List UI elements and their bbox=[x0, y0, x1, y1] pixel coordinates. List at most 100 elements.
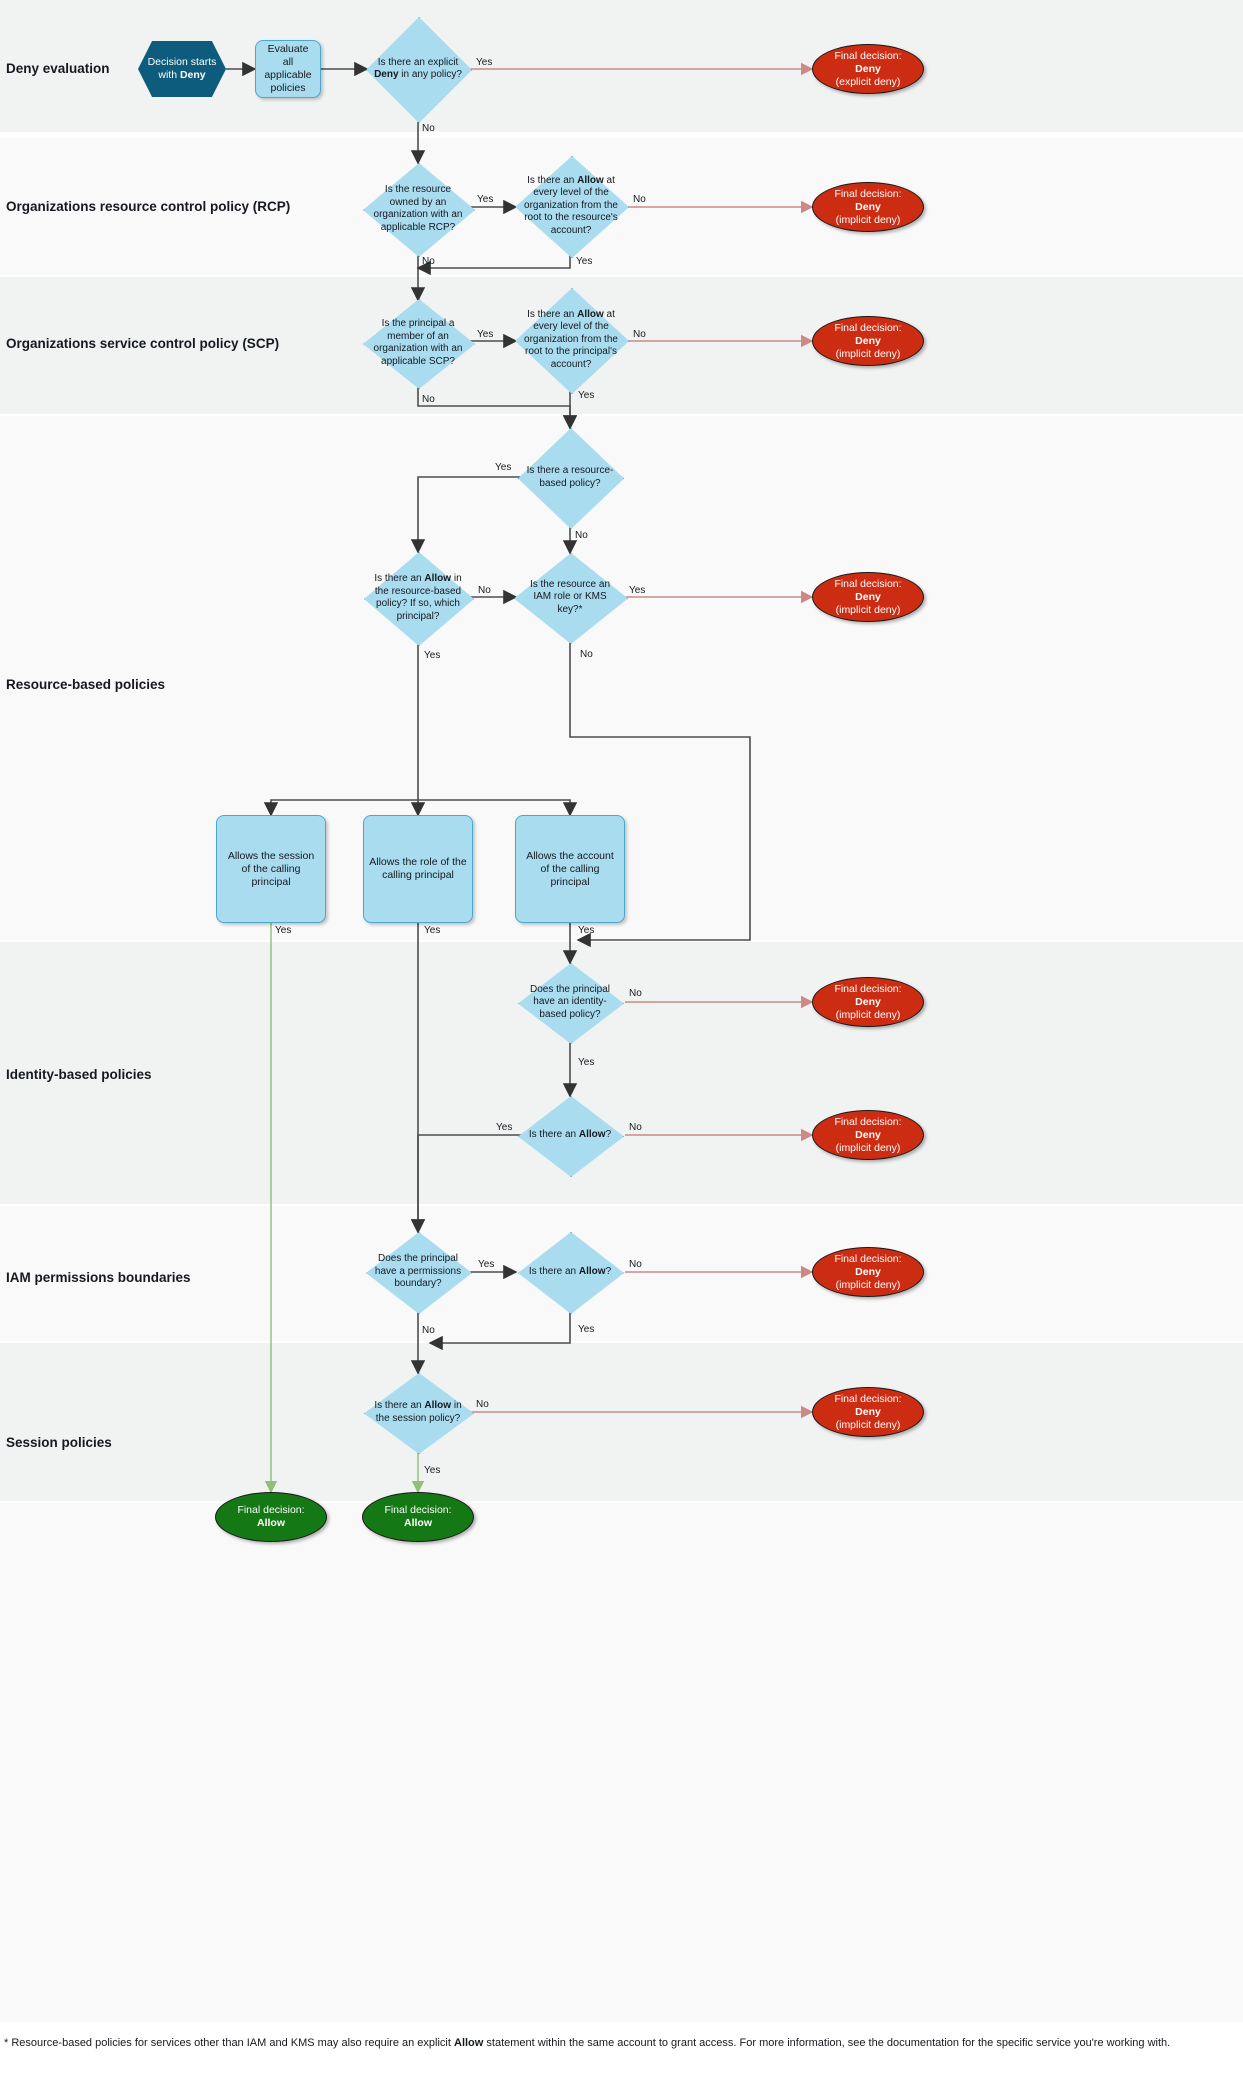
node-evaluate-policies-label: Evaluate all applicable policies bbox=[264, 43, 312, 94]
edge-label-rbp-allow-yes: Yes bbox=[424, 650, 441, 661]
terminal-deny-resource-based-line2: Deny bbox=[855, 590, 881, 603]
node-has-resource-based-policy-question-label: Is there a resource-based policy? bbox=[526, 465, 614, 489]
terminal-deny-scp-line1: Final decision: bbox=[834, 321, 902, 334]
node-session-allow-question[interactable]: Is there an Allow in the session policy? bbox=[364, 1373, 474, 1454]
node-has-resource-based-policy-question[interactable]: Is there a resource-based policy? bbox=[518, 428, 624, 529]
edge-label-is-role-kms-yes: Yes bbox=[629, 585, 646, 596]
edge-label-pb-allow-yes: Yes bbox=[578, 1324, 595, 1335]
band-label-session-policies: Session policies bbox=[6, 1435, 112, 1450]
terminal-deny-scp[interactable]: Final decision: Deny (implicit deny) bbox=[812, 316, 924, 366]
band-session-policies-lower bbox=[0, 1503, 1243, 2022]
terminal-deny-rcp-line1: Final decision: bbox=[834, 187, 902, 200]
terminal-deny-explicit-line3: (explicit deny) bbox=[835, 75, 901, 88]
node-boundary-allow-question[interactable]: Is there an Allow? bbox=[518, 1232, 624, 1314]
node-allows-role[interactable]: Allows the role of the calling principal bbox=[363, 815, 473, 923]
node-allows-session[interactable]: Allows the session of the calling princi… bbox=[216, 815, 326, 923]
edge-label-allows-session-yes: Yes bbox=[275, 925, 292, 936]
node-scp-allow-question-label: Is there an Allow at every level of the … bbox=[524, 308, 618, 370]
band-label-deny-evaluation: Deny evaluation bbox=[6, 61, 110, 76]
node-has-identity-based-policy-question-label: Does the principal have an identity-base… bbox=[529, 983, 611, 1020]
edge-label-has-ibp-no: No bbox=[629, 988, 642, 999]
node-allows-session-label: Allows the session of the calling princi… bbox=[227, 849, 315, 888]
node-has-identity-based-policy-question[interactable]: Does the principal have an identity-base… bbox=[518, 963, 624, 1044]
node-boundary-allow-question-label: Is there an Allow? bbox=[528, 1265, 612, 1277]
node-allows-account-label: Allows the account of the calling princi… bbox=[526, 849, 614, 888]
terminal-deny-identity-2-line3: (implicit deny) bbox=[835, 1141, 901, 1154]
terminal-deny-boundary-line2: Deny bbox=[855, 1265, 881, 1278]
terminal-allow-final[interactable]: Final decision: Allow bbox=[362, 1492, 474, 1542]
edge-label-rbp-allow-no: No bbox=[478, 585, 491, 596]
edge-label-rcp-allow-no: No bbox=[633, 194, 646, 205]
node-identity-allow-question-label: Is there an Allow? bbox=[528, 1129, 612, 1141]
terminal-deny-explicit-line2: Deny bbox=[855, 62, 881, 75]
node-rcp-allow-question-label: Is there an Allow at every level of the … bbox=[524, 174, 618, 236]
footnote-bold: Allow bbox=[454, 2037, 484, 2049]
node-identity-allow-question[interactable]: Is there an Allow? bbox=[518, 1096, 624, 1177]
node-scp-member-question[interactable]: Is the principal a member of an organiza… bbox=[363, 299, 475, 389]
terminal-deny-boundary[interactable]: Final decision: Deny (implicit deny) bbox=[812, 1247, 924, 1297]
terminal-deny-identity-1-line1: Final decision: bbox=[834, 982, 902, 995]
edge-label-is-role-kms-no: No bbox=[580, 649, 593, 660]
node-is-role-or-kms-question[interactable]: Is the resource an IAM role or KMS key?* bbox=[514, 553, 628, 644]
terminal-deny-resource-based[interactable]: Final decision: Deny (implicit deny) bbox=[812, 572, 924, 622]
terminal-deny-rcp-line2: Deny bbox=[855, 200, 881, 213]
node-rcp-owned-question[interactable]: Is the resource owned by an organization… bbox=[363, 163, 475, 257]
node-allows-role-label: Allows the role of the calling principal bbox=[369, 856, 467, 881]
terminal-deny-scp-line3: (implicit deny) bbox=[835, 347, 901, 360]
edge-label-rcp-owned-no: No bbox=[422, 256, 435, 267]
edge-label-scp-member-no: No bbox=[422, 394, 435, 405]
edge-label-has-pb-no: No bbox=[422, 1325, 435, 1336]
node-allows-account[interactable]: Allows the account of the calling princi… bbox=[515, 815, 625, 923]
terminal-deny-session[interactable]: Final decision: Deny (implicit deny) bbox=[812, 1387, 924, 1437]
edge-label-sp-allow-yes: Yes bbox=[424, 1465, 441, 1476]
terminal-deny-identity-1-line3: (implicit deny) bbox=[835, 1008, 901, 1021]
terminal-deny-explicit[interactable]: Final decision: Deny (explicit deny) bbox=[812, 44, 924, 94]
edge-label-explicit-deny-no: No bbox=[422, 123, 435, 134]
terminal-deny-resource-based-line3: (implicit deny) bbox=[835, 603, 901, 616]
terminal-allow-session-path[interactable]: Final decision: Allow bbox=[215, 1492, 327, 1542]
edge-label-has-rbp-no: No bbox=[575, 530, 588, 541]
node-has-permissions-boundary-question-label: Does the principal have a permissions bo… bbox=[374, 1253, 462, 1290]
edge-label-explicit-deny-yes: Yes bbox=[476, 57, 493, 68]
terminal-deny-resource-based-line1: Final decision: bbox=[834, 577, 902, 590]
terminal-deny-scp-line2: Deny bbox=[855, 334, 881, 347]
band-label-permissions-boundaries: IAM permissions boundaries bbox=[6, 1270, 191, 1285]
terminal-deny-boundary-line1: Final decision: bbox=[834, 1252, 902, 1265]
edge-label-scp-allow-no: No bbox=[633, 329, 646, 340]
edge-label-rcp-allow-yes: Yes bbox=[576, 256, 593, 267]
node-explicit-deny-question[interactable]: Is there an explicit Deny in any policy? bbox=[366, 17, 472, 123]
node-scp-allow-question[interactable]: Is there an Allow at every level of the … bbox=[515, 288, 629, 394]
footnote-after: statement within the same account to gra… bbox=[483, 2037, 1171, 2049]
terminal-allow-final-line2: Allow bbox=[404, 1517, 432, 1529]
terminal-deny-rcp[interactable]: Final decision: Deny (implicit deny) bbox=[812, 182, 924, 232]
edge-label-has-rbp-yes: Yes bbox=[495, 462, 512, 473]
terminal-deny-explicit-line1: Final decision: bbox=[834, 49, 902, 62]
terminal-deny-session-line2: Deny bbox=[855, 1405, 881, 1418]
footnote: * Resource-based policies for services o… bbox=[4, 2035, 1236, 2051]
edge-label-scp-allow-yes: Yes bbox=[578, 390, 595, 401]
edge-label-sp-allow-no: No bbox=[476, 1399, 489, 1410]
terminal-deny-session-line1: Final decision: bbox=[834, 1392, 902, 1405]
node-rbp-allow-question[interactable]: Is there an Allow in the resource-based … bbox=[364, 552, 474, 646]
terminal-deny-identity-2-line1: Final decision: bbox=[834, 1115, 902, 1128]
terminal-deny-identity-2[interactable]: Final decision: Deny (implicit deny) bbox=[812, 1110, 924, 1160]
node-start-decision[interactable]: Decision starts with Deny bbox=[138, 41, 226, 97]
node-evaluate-policies[interactable]: Evaluate all applicable policies bbox=[255, 40, 321, 98]
terminal-allow-session-path-line2: Allow bbox=[257, 1517, 285, 1529]
terminal-allow-final-line1: Final decision: bbox=[384, 1504, 452, 1516]
terminal-deny-identity-1[interactable]: Final decision: Deny (implicit deny) bbox=[812, 977, 924, 1027]
node-session-allow-question-label: Is there an Allow in the session policy? bbox=[374, 1400, 462, 1424]
edge-label-allows-role-yes: Yes bbox=[424, 925, 441, 936]
edge-label-pb-allow-no: No bbox=[629, 1259, 642, 1270]
edge-label-has-pb-yes: Yes bbox=[478, 1259, 495, 1270]
band-label-resource-based: Resource-based policies bbox=[6, 677, 166, 692]
terminal-deny-rcp-line3: (implicit deny) bbox=[835, 213, 901, 226]
node-rcp-allow-question[interactable]: Is there an Allow at every level of the … bbox=[515, 156, 629, 258]
terminal-deny-identity-2-line2: Deny bbox=[855, 1128, 881, 1141]
node-has-permissions-boundary-question[interactable]: Does the principal have a permissions bo… bbox=[366, 1232, 472, 1314]
edge-label-ibp-allow-no: No bbox=[629, 1122, 642, 1133]
edge-label-rcp-owned-yes: Yes bbox=[477, 194, 494, 205]
footnote-before: * Resource-based policies for services o… bbox=[4, 2037, 454, 2049]
node-start-decision-label: Decision starts with Deny bbox=[147, 56, 217, 81]
